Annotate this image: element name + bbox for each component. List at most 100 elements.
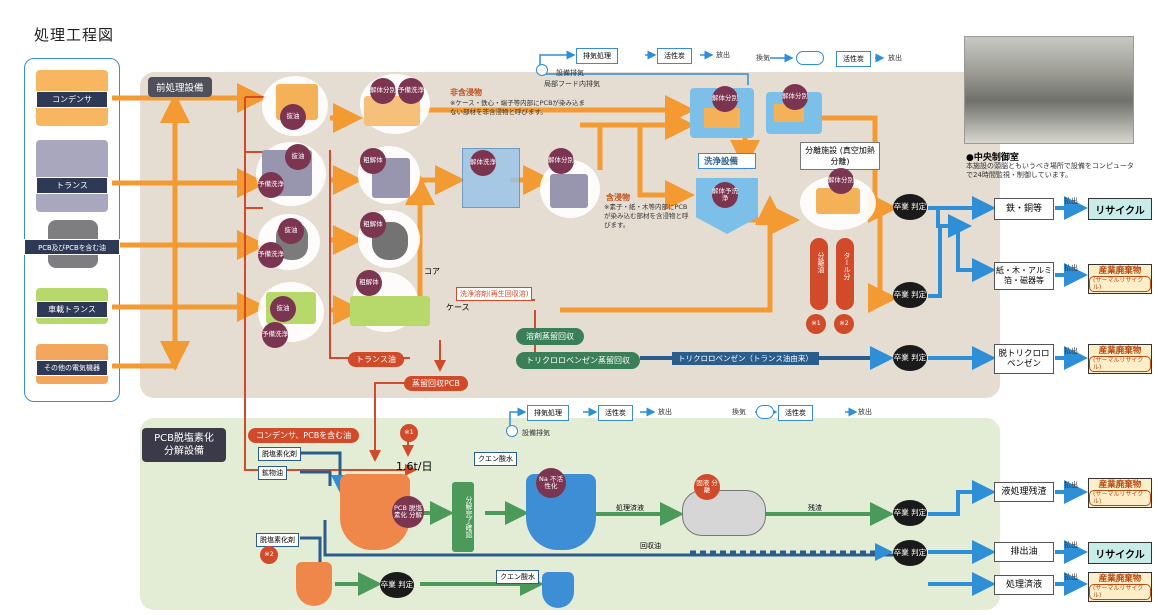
- dest-waste-2-sub: (サーマルリサイクル): [1089, 355, 1151, 373]
- dest-waste-2: 産業廃棄物(サーマルリサイクル): [1088, 344, 1152, 374]
- ventilation-1: 換気: [756, 54, 770, 62]
- station-3-label-a: 予備洗浄: [258, 172, 284, 198]
- station-3-label-b: 抜油: [285, 144, 311, 170]
- dest-waste-3-label: 産業廃棄物: [1098, 479, 1142, 490]
- exhaust-treatment-1: 排気処理: [576, 48, 618, 64]
- dec-mark1: ※1: [400, 424, 418, 442]
- input-pcb-oil: PCB及びPCBを含む油: [24, 239, 120, 255]
- sep-oil-column: [810, 238, 828, 310]
- case-label: ケース: [446, 303, 470, 312]
- output-item-5: 排出油: [994, 542, 1054, 562]
- ship-5: 払出: [1064, 541, 1078, 549]
- citric-label: クエン酸水: [474, 452, 517, 466]
- dest-waste-4: 産業廃棄物(サーマルリサイクル): [1088, 572, 1152, 602]
- dec-activated-carbon-2: 活性炭: [778, 405, 813, 421]
- hood-exhaust: 局部フード内排気: [544, 80, 600, 88]
- station-8-label-b: 予備洗浄: [262, 322, 288, 348]
- station-9-label: 粗解体: [356, 270, 382, 296]
- tar-label: タール分: [843, 252, 851, 280]
- station-10-label: 解体分別: [548, 148, 574, 174]
- non-immersed-label: 非含浸物: [450, 88, 482, 97]
- washing-label: 洗浄設備: [704, 157, 739, 167]
- trans-oil-label: トランス油: [348, 352, 404, 367]
- station-2-label-b: 予備洗浄: [398, 78, 424, 104]
- equipment-exhaust-1: 設備排気: [556, 69, 584, 77]
- filtrate-label: 処理済液: [616, 504, 644, 512]
- ship-4: 払出: [1064, 481, 1078, 489]
- capacity-label: 1.6t/日: [396, 460, 433, 473]
- control-room-photo: [964, 36, 1134, 144]
- centrifuge-label: 固液 分離: [694, 474, 720, 500]
- judge-3: 卒業 判定: [893, 345, 927, 371]
- dest-waste-4-sub: (サーマルリサイクル): [1089, 583, 1151, 601]
- wash-tank-2-label: 解体分別: [782, 84, 808, 110]
- dechlorination-header: PCB脱塩素化 分解設備: [142, 428, 226, 462]
- ship-2: 払出: [1064, 264, 1078, 272]
- release-2: 放出: [888, 54, 902, 62]
- dest-waste-1-sub: (サーマルリサイクル): [1089, 275, 1151, 293]
- dest-recycle-1: リサイクル: [1088, 198, 1152, 220]
- control-room-desc: 本施設の頭脳ともいうべき場所で設備をコンピュータで24時間監視・制御しています。: [966, 162, 1134, 180]
- dec-mark2: ※2: [260, 546, 278, 564]
- activated-carbon-1: 活性炭: [657, 48, 692, 64]
- sep-oil-label: 分離油: [817, 252, 825, 273]
- centrifuge: [682, 490, 766, 536]
- dec-release-1: 放出: [658, 408, 672, 416]
- input-transformer-image: [36, 140, 108, 212]
- dec-fan-icon: [506, 425, 518, 437]
- mark2-circle: ※2: [834, 314, 854, 334]
- station-1-label: 抜油: [280, 104, 306, 130]
- fan-icon-2: [796, 51, 824, 65]
- station-5-label: 粗解体: [360, 212, 386, 238]
- judge-1: 卒業 判定: [893, 194, 927, 220]
- activated-carbon-2: 活性炭: [836, 51, 871, 67]
- tar-column: [836, 238, 854, 310]
- station-8-label-a: 抜油: [270, 296, 296, 322]
- core-label: コア: [424, 267, 440, 276]
- output-item-2: 紙・木・アルミ箔・磁器等: [994, 262, 1054, 290]
- dec-exhaust-treatment: 排気処理: [527, 405, 569, 421]
- citric-2-label: クエン酸水: [496, 570, 539, 584]
- dec-activated-carbon-1: 活性炭: [598, 405, 633, 421]
- separation-unit-label: 解体分別: [828, 168, 854, 194]
- reactor-label: PCB 脱塩素化 分解: [392, 496, 424, 528]
- release-1: 放出: [716, 51, 730, 59]
- input-other-equipment: その他の電気機器: [36, 360, 108, 376]
- tcb-recovery: トリクロロベンゼン蒸留回収: [516, 352, 640, 369]
- recovered-oil-label: 回収油: [640, 542, 661, 550]
- output-item-1: 鉄・銅等: [994, 198, 1054, 220]
- reagent-2-label: 脱塩素化剤: [256, 533, 299, 547]
- judge-5: 卒業 判定: [893, 540, 927, 566]
- dest-waste-1-label: 産業廃棄物: [1098, 265, 1142, 276]
- pre-treatment-header: 前処理設備: [148, 77, 212, 97]
- done-check: 分解完了確認: [452, 482, 474, 552]
- ship-6: 払出: [1064, 573, 1078, 581]
- ship-1: 払出: [1064, 197, 1078, 205]
- dest-waste-3: 産業廃棄物(サーマルリサイクル): [1088, 478, 1152, 508]
- ship-3: 払出: [1064, 347, 1078, 355]
- washing-box: [698, 153, 756, 169]
- station-4-label: 粗解体: [360, 148, 386, 174]
- reagent-1-label: 脱塩素化剤: [258, 447, 301, 461]
- small-neutral-tank: [542, 572, 574, 608]
- dec-ventilation: 換気: [732, 408, 746, 416]
- mineral-oil-label: 鉱物油: [258, 466, 287, 480]
- page-title: 処理工程図: [34, 26, 115, 44]
- separation-label: 分離施設 (真空加熱分離): [800, 142, 880, 170]
- dec-judge-small: 卒業 判定: [380, 572, 414, 598]
- solvent-recovery: 溶剤蒸留回収: [516, 328, 584, 345]
- pcb-input-line-label: コンデンサ、PCBを含む油: [248, 428, 360, 443]
- dest-waste-2-label: 産業廃棄物: [1098, 345, 1142, 356]
- station-10-body: [550, 174, 588, 208]
- dec-equipment-exhaust: 設備排気: [522, 429, 550, 437]
- small-reactor: [296, 562, 332, 606]
- wash-tank-1-label: 解体分別: [712, 86, 738, 112]
- control-room-title: ●中央制御室: [966, 153, 1019, 163]
- dest-waste-1: 産業廃棄物(サーマルリサイクル): [1088, 264, 1152, 294]
- output-item-4: 液処理残渣: [994, 482, 1054, 502]
- station-6-label-a: 抜油: [278, 218, 304, 244]
- immersed-label: 含浸物: [606, 193, 630, 202]
- judge-4: 卒業 判定: [893, 500, 927, 526]
- dest-recycle-2: リサイクル: [1088, 542, 1152, 564]
- wash-tank-1-content: [704, 108, 740, 128]
